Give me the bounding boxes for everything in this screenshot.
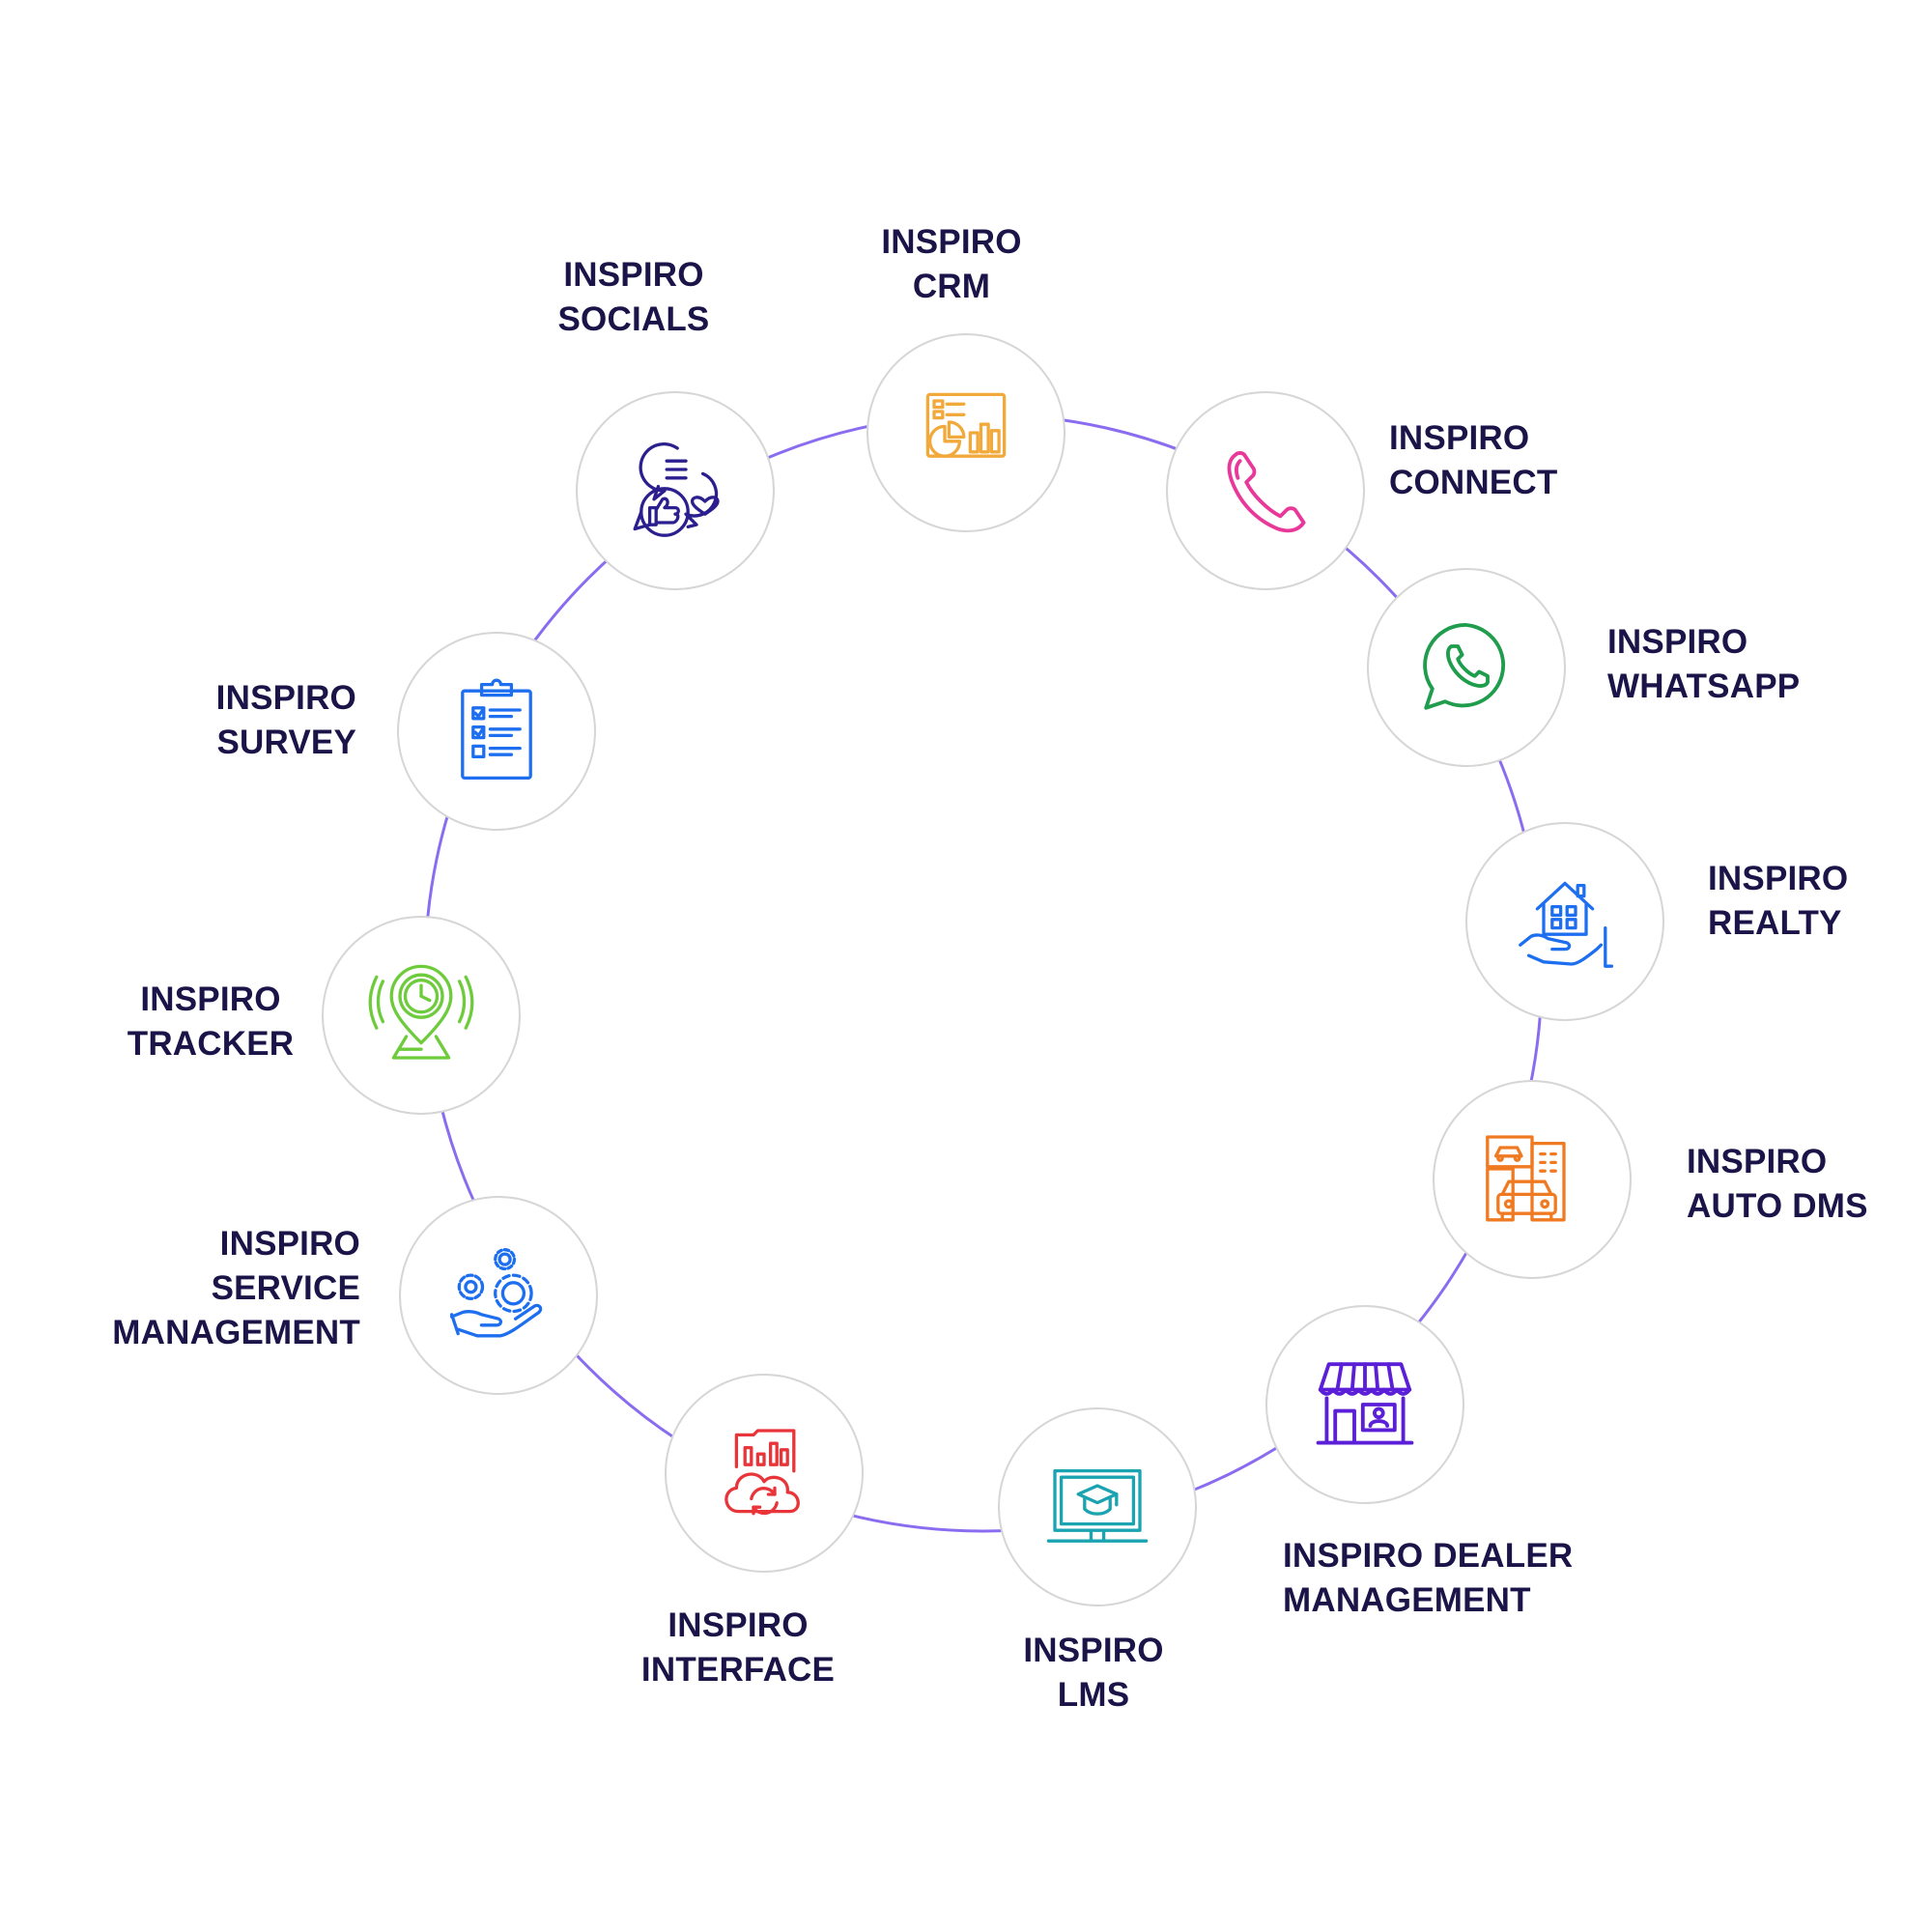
label-tracker: INSPIRO TRACKER — [128, 978, 295, 1066]
node-auto-dms[interactable] — [1433, 1080, 1632, 1279]
label-line: INSPIRO — [881, 223, 1022, 261]
node-interface[interactable] — [665, 1374, 864, 1573]
whatsapp-icon — [1423, 623, 1506, 710]
label-socials: INSPIRO SOCIALS — [558, 253, 710, 342]
label-crm: INSPIRO CRM — [881, 220, 1021, 309]
label-whatsapp: INSPIRO WHATSAPP — [1607, 620, 1800, 709]
label-line: INSPIRO — [1708, 860, 1849, 897]
label-line: INSPIRO — [1687, 1143, 1828, 1180]
label-dealer-management: INSPIRO DEALER MANAGEMENT — [1283, 1534, 1573, 1623]
label-line: MANAGEMENT — [112, 1314, 360, 1351]
label-service-management: INSPIRO SERVICE MANAGEMENT — [112, 1222, 360, 1355]
node-whatsapp[interactable] — [1367, 568, 1566, 767]
label-line: REALTY — [1708, 904, 1842, 942]
label-interface: INSPIRO INTERFACE — [641, 1604, 835, 1692]
node-realty[interactable] — [1465, 822, 1664, 1021]
label-line: MANAGEMENT — [1283, 1581, 1531, 1619]
label-line: LMS — [1057, 1676, 1130, 1714]
label-line: WHATSAPP — [1607, 668, 1801, 705]
label-line: SERVICE — [211, 1269, 360, 1307]
node-connect[interactable] — [1166, 391, 1365, 590]
label-line: INSPIRO — [668, 1606, 809, 1644]
label-line: CRM — [912, 268, 991, 305]
clipboard-checklist-icon — [461, 678, 532, 781]
label-line: CONNECT — [1389, 464, 1558, 501]
label-line: INSPIRO DEALER — [1283, 1537, 1574, 1575]
storefront-icon — [1316, 1362, 1414, 1445]
label-line: SOCIALS — [557, 300, 710, 338]
node-dealer-management[interactable] — [1265, 1305, 1464, 1504]
label-line: SURVEY — [216, 724, 356, 761]
label-line: INSPIRO — [1023, 1632, 1164, 1669]
phone-icon — [1227, 451, 1306, 533]
node-crm[interactable] — [867, 333, 1065, 532]
cloud-sync-icon — [724, 1429, 800, 1516]
graduation-monitor-icon — [1046, 1468, 1149, 1543]
label-line: INSPIRO — [140, 980, 281, 1018]
node-tracker[interactable] — [322, 916, 521, 1115]
node-service-management[interactable] — [399, 1196, 598, 1395]
label-line: INSPIRO — [1389, 419, 1530, 457]
dashboard-chart-icon — [925, 392, 1007, 458]
label-connect: INSPIRO CONNECT — [1389, 416, 1557, 505]
social-chat-icon — [633, 441, 720, 537]
gears-hand-icon — [449, 1248, 543, 1338]
node-socials[interactable] — [576, 391, 775, 590]
label-line: INTERFACE — [640, 1651, 836, 1689]
location-clock-icon — [368, 964, 474, 1060]
car-dealership-icon — [1486, 1135, 1566, 1222]
label-auto-dms: INSPIRO AUTO DMS — [1687, 1140, 1868, 1229]
label-lms: INSPIRO LMS — [1023, 1629, 1163, 1718]
label-line: INSPIRO — [563, 256, 704, 294]
label-survey: INSPIRO SURVEY — [216, 676, 356, 765]
house-in-hand-icon — [1519, 881, 1614, 968]
label-line: INSPIRO — [219, 1225, 360, 1263]
label-line: INSPIRO — [215, 679, 356, 717]
label-realty: INSPIRO REALTY — [1708, 857, 1848, 946]
label-line: AUTO DMS — [1687, 1187, 1868, 1225]
label-line: TRACKER — [127, 1025, 295, 1063]
node-survey[interactable] — [397, 632, 596, 831]
label-line: INSPIRO — [1607, 623, 1748, 661]
node-lms[interactable] — [998, 1407, 1197, 1606]
